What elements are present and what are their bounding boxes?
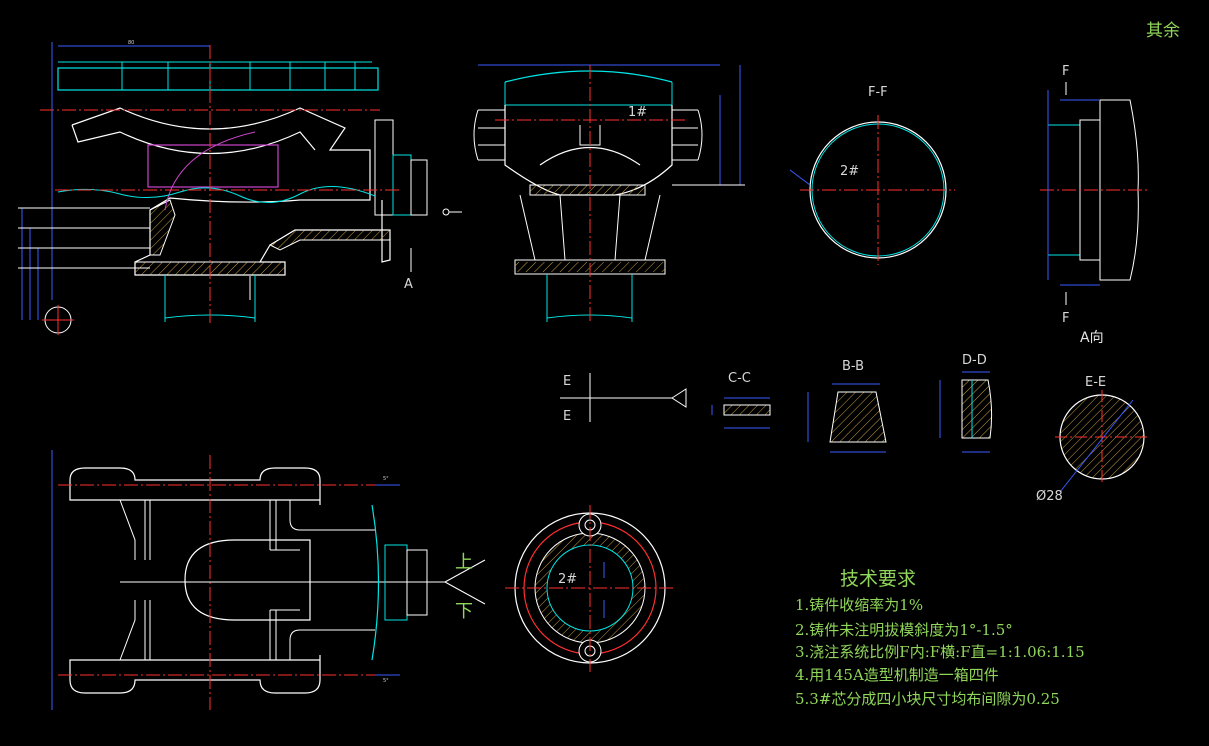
f-bottom-label: F bbox=[1062, 311, 1069, 326]
front-view: A 80 bbox=[18, 40, 462, 335]
a-direction-view: F F A向 bbox=[1040, 64, 1150, 346]
plan-view: 上 下 5° 5° bbox=[51, 450, 486, 710]
e-section-symbol: E E bbox=[560, 373, 687, 424]
cc-section: C-C bbox=[711, 371, 771, 429]
tech-requirements-title: 技术要求 bbox=[840, 568, 916, 590]
cc-label: C-C bbox=[728, 371, 751, 386]
ff-section: F-F 2# bbox=[789, 85, 955, 265]
ee-label: E-E bbox=[1085, 375, 1106, 390]
core-2-ring-label: 2# bbox=[558, 572, 577, 587]
dd-label: D-D bbox=[962, 353, 987, 368]
angle-top-label: 5° bbox=[383, 476, 389, 482]
core-1-label: 1# bbox=[628, 105, 647, 120]
dd-section: D-D bbox=[939, 353, 993, 453]
ring-section: 2# bbox=[505, 505, 675, 672]
corner-label: 其余 bbox=[1146, 21, 1180, 41]
bb-label: B-B bbox=[842, 359, 864, 374]
core-2-ff-label: 2# bbox=[840, 164, 859, 179]
angle-bottom-label: 5° bbox=[383, 678, 389, 684]
ee-section: E-E Ø28 bbox=[1036, 375, 1150, 504]
a-arrow-label: A bbox=[404, 277, 413, 292]
requirement-item: 3.浇注系统比例F内:F横:F直=1:1.06:1.15 bbox=[795, 643, 1085, 661]
f-top-label: F bbox=[1062, 64, 1069, 79]
side-view: 1# bbox=[473, 64, 745, 322]
e-top-label: E bbox=[563, 374, 571, 389]
dia28-label: Ø28 bbox=[1036, 489, 1063, 504]
requirement-item: 4.用145A造型机制造一箱四件 bbox=[795, 666, 999, 684]
lower-label: 下 bbox=[455, 601, 473, 622]
requirement-item: 2.铸件未注明拔模斜度为1°-1.5° bbox=[795, 621, 1013, 639]
tech-requirements: 技术要求 1.铸件收缩率为1% 2.铸件未注明拔模斜度为1°-1.5° 3.浇注… bbox=[795, 568, 1085, 708]
requirement-item: 5.3#芯分成四小块尺寸均布间隙为0.25 bbox=[795, 690, 1060, 708]
ff-label: F-F bbox=[868, 85, 888, 100]
svg-text:80: 80 bbox=[128, 40, 134, 46]
bb-section: B-B bbox=[807, 359, 887, 453]
requirement-item: 1.铸件收缩率为1% bbox=[795, 596, 923, 614]
e-bottom-label: E bbox=[563, 409, 571, 424]
a-view-label: A向 bbox=[1080, 330, 1104, 346]
upper-label: 上 bbox=[455, 552, 473, 573]
